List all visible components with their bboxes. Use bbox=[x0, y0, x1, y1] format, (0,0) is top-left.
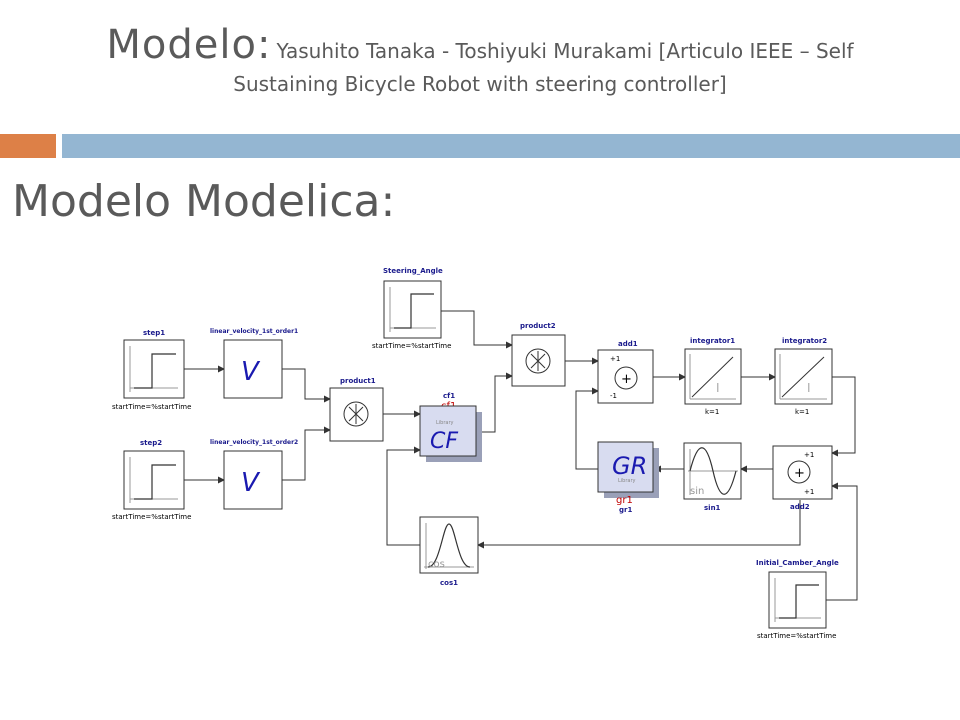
block-steering-angle[interactable]: Steering_Angle startTime=%startTime bbox=[372, 267, 451, 350]
block-integrator2[interactable]: integrator2 I k=1 bbox=[774, 337, 833, 416]
add2-sign-bottom: +1 bbox=[804, 488, 814, 496]
sine-wave-icon bbox=[688, 447, 738, 495]
step-icon bbox=[129, 457, 178, 503]
block-sin1[interactable]: sin sin1 bbox=[683, 442, 742, 512]
step-icon bbox=[389, 287, 436, 332]
add2-sign-top: +1 bbox=[804, 451, 814, 459]
add1-sign-top: +1 bbox=[610, 355, 620, 363]
block-add2[interactable]: +1 +1 + add2 bbox=[772, 445, 833, 511]
block-product1[interactable]: product1 bbox=[329, 377, 384, 442]
add1-sign-bottom: -1 bbox=[610, 392, 617, 400]
block-cf1[interactable]: cf1 cf1 Library CF bbox=[419, 392, 482, 462]
block-cos1[interactable]: cos cos1 bbox=[419, 516, 479, 587]
lin2-label: linear_velocity_1st_order2 bbox=[210, 439, 298, 446]
integrator2-param: k=1 bbox=[795, 408, 809, 416]
add1-op: + bbox=[621, 372, 632, 387]
block-integrator1[interactable]: integrator1 I k=1 bbox=[684, 337, 742, 416]
step-icon bbox=[774, 578, 821, 622]
title-model-word: Modelo: bbox=[106, 22, 272, 68]
block-gr1[interactable]: GR Library gr1 gr1 bbox=[597, 441, 659, 514]
accent-bar-blue bbox=[62, 134, 960, 158]
slide-subtitle: Modelo Modelica: bbox=[12, 176, 396, 227]
step2-label: step2 bbox=[140, 439, 162, 447]
sin1-glyph: sin bbox=[690, 486, 704, 497]
block-add1[interactable]: add1 +1 -1 + bbox=[597, 340, 654, 404]
lin1-label: linear_velocity_1st_order1 bbox=[210, 328, 298, 335]
title-authors-line1: Yasuhito Tanaka - Toshiyuki Murakami [Ar… bbox=[276, 39, 854, 63]
integrator2-label: integrator2 bbox=[782, 337, 827, 345]
slide-title: Modelo: Yasuhito Tanaka - Toshiyuki Mura… bbox=[0, 22, 960, 96]
cos1-glyph: cos bbox=[428, 559, 445, 570]
cosine-wave-icon bbox=[424, 523, 474, 569]
block-product2[interactable]: product2 bbox=[511, 322, 566, 387]
step1-label: step1 bbox=[143, 329, 165, 337]
block-linear-velocity-2[interactable]: linear_velocity_1st_order2 V bbox=[210, 439, 298, 510]
steering-label: Steering_Angle bbox=[383, 267, 443, 275]
camber-label: Initial_Camber_Angle bbox=[756, 559, 839, 567]
gr1-library-tag: Library bbox=[618, 478, 636, 484]
title-authors-line2: Sustaining Bicycle Robot with steering c… bbox=[233, 72, 727, 96]
integrator1-param: k=1 bbox=[705, 408, 719, 416]
multiply-icon bbox=[525, 348, 551, 374]
cf1-library-tag: Library bbox=[436, 420, 454, 426]
integrator1-glyph: I bbox=[716, 381, 720, 395]
cf1-label: cf1 bbox=[443, 392, 455, 400]
add2-op: + bbox=[794, 466, 805, 481]
gr1-label: gr1 bbox=[619, 506, 632, 514]
step2-param: startTime=%startTime bbox=[112, 513, 191, 521]
block-step2[interactable]: step2 startTime=%startTime bbox=[112, 439, 191, 521]
block-step1[interactable]: step1 startTime=%startTime bbox=[112, 329, 191, 411]
cos1-label: cos1 bbox=[440, 579, 458, 587]
gr1-label-red: gr1 bbox=[616, 495, 633, 506]
gr1-glyph: GR bbox=[612, 452, 647, 480]
integrator2-glyph: I bbox=[807, 381, 811, 395]
connection-wires bbox=[184, 310, 858, 601]
integrator1-label: integrator1 bbox=[690, 337, 735, 345]
step-icon bbox=[129, 346, 178, 392]
accent-bar-orange bbox=[0, 134, 56, 158]
block-initial-camber-angle[interactable]: Initial_Camber_Angle startTime=%startTim… bbox=[756, 559, 839, 640]
multiply-icon bbox=[343, 401, 369, 427]
lin2-glyph: V bbox=[241, 468, 261, 498]
product1-label: product1 bbox=[340, 377, 376, 385]
product2-label: product2 bbox=[520, 322, 556, 330]
step1-param: startTime=%startTime bbox=[112, 403, 191, 411]
steering-param: startTime=%startTime bbox=[372, 342, 451, 350]
cf1-glyph: CF bbox=[430, 429, 458, 454]
add1-label: add1 bbox=[618, 340, 638, 348]
add2-label: add2 bbox=[790, 503, 810, 511]
lin1-glyph: V bbox=[241, 357, 261, 387]
block-linear-velocity-1[interactable]: linear_velocity_1st_order1 V bbox=[210, 328, 298, 399]
camber-param: startTime=%startTime bbox=[757, 632, 836, 640]
sin1-label: sin1 bbox=[704, 504, 721, 512]
